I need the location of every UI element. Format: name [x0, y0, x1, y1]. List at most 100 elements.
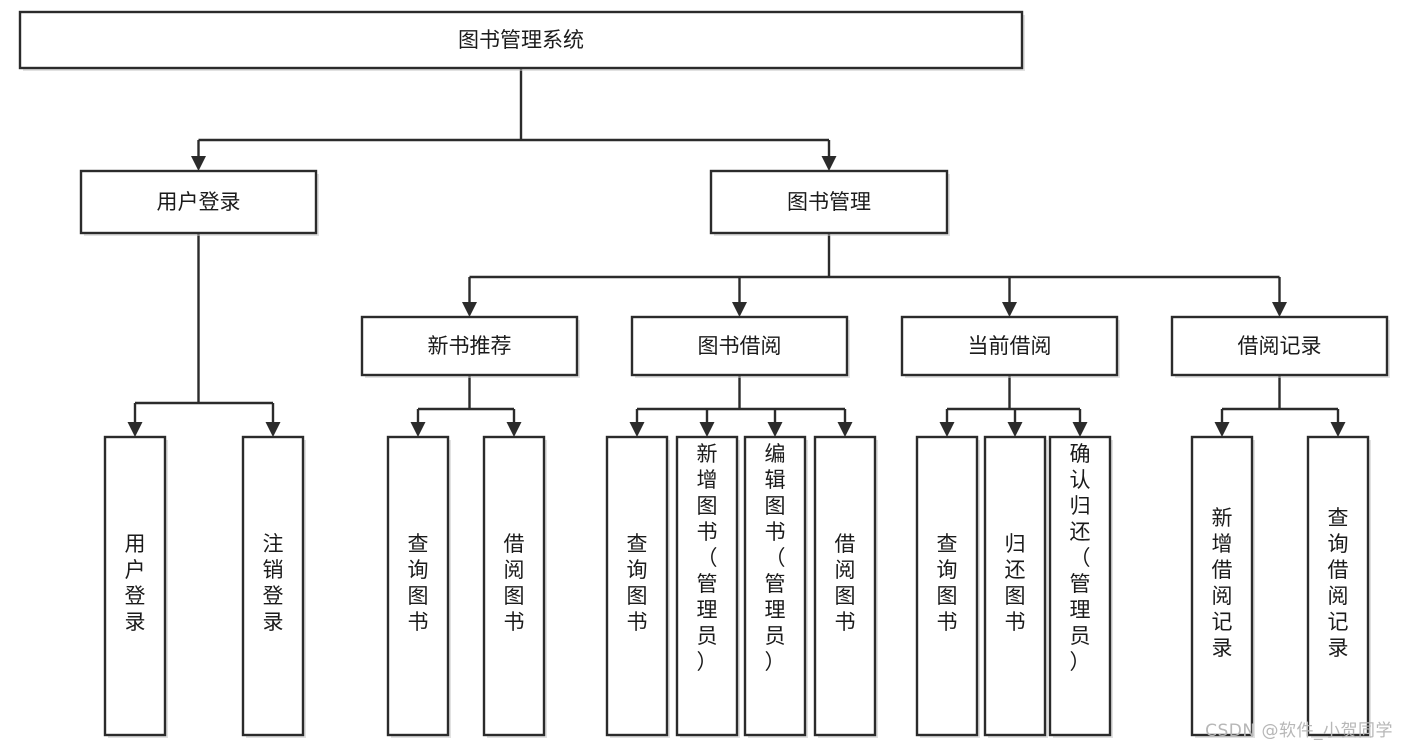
- node-label-char: 查: [1328, 506, 1349, 530]
- arrow-head-leaf-user-logout: [265, 422, 281, 437]
- node-label-char: 管: [697, 572, 718, 596]
- node-label-char: 还: [1070, 520, 1091, 544]
- arrow-head-user-login: [191, 156, 206, 171]
- node-label-char: 编: [765, 442, 786, 466]
- arrow-head-book-manage: [821, 156, 837, 171]
- node-label-char: 询: [408, 558, 429, 582]
- node-border: [630, 315, 849, 377]
- node-root[interactable]: 图书管理系统: [18, 10, 1025, 71]
- node-border: [709, 169, 949, 235]
- node-label-char: 新: [1212, 506, 1233, 530]
- arrow-head-leaf-query-book-1: [410, 422, 426, 437]
- node-book-borrow[interactable]: 图书借阅: [630, 315, 850, 378]
- node-label-char: 阅: [835, 558, 856, 582]
- node-label: 用户登录: [157, 190, 241, 214]
- node-label-char: 记: [1328, 610, 1349, 634]
- node-leaf-user-login[interactable]: 用户登录: [103, 435, 168, 738]
- node-label-char: 销: [263, 558, 284, 582]
- node-label-char: 借: [1328, 558, 1349, 582]
- arrow-head-leaf-query-record: [1330, 422, 1346, 437]
- node-label-char: 理: [765, 598, 786, 622]
- node-label-char: 查: [408, 532, 429, 556]
- node-border: [675, 435, 739, 737]
- node-label-char: 录: [1328, 636, 1349, 660]
- arrow-head-new-book-rec: [462, 302, 477, 317]
- node-border: [360, 315, 579, 377]
- arrow-head-book-borrow: [732, 302, 747, 317]
- node-border: [18, 10, 1024, 70]
- node-border: [813, 435, 877, 737]
- node-label-char: 询: [937, 558, 958, 582]
- nodes-layer: 图书管理系统用户登录图书管理新书推荐图书借阅当前借阅借阅记录用户登录注销登录查询…: [18, 10, 1390, 738]
- node-label-char: 书: [937, 610, 958, 634]
- node-border: [386, 435, 450, 737]
- arrow-head-leaf-user-login: [127, 422, 143, 437]
- arrow-head-leaf-add-record: [1214, 422, 1230, 437]
- node-border: [103, 435, 167, 737]
- node-label-char: 新: [697, 442, 718, 466]
- node-label-char: 书: [627, 610, 648, 634]
- node-label-char: 增: [1212, 532, 1233, 556]
- node-label-char: 书: [504, 610, 525, 634]
- node-label-char: 注: [263, 532, 284, 556]
- node-label-char: 用: [125, 532, 146, 556]
- node-label-char: 书: [765, 520, 786, 544]
- node-label-char: 录: [1212, 636, 1233, 660]
- node-label-char: 理: [1070, 598, 1091, 622]
- connectors-layer: [127, 68, 1346, 437]
- node-user-login[interactable]: 用户登录: [79, 169, 319, 236]
- node-label-char: 记: [1212, 610, 1233, 634]
- node-label-char: 辑: [765, 468, 786, 492]
- node-label-char: 还: [1005, 558, 1026, 582]
- node-label-char: 员: [697, 624, 718, 648]
- node-label-char: ）: [697, 650, 718, 674]
- node-label-char: 增: [697, 468, 718, 492]
- node-label-char: 阅: [1328, 584, 1349, 608]
- node-border: [1190, 435, 1254, 737]
- node-label-char: 书: [697, 520, 718, 544]
- node-label-char: 管: [765, 572, 786, 596]
- node-label-char: 书: [1005, 610, 1026, 634]
- node-book-manage[interactable]: 图书管理: [709, 169, 950, 236]
- node-border: [482, 435, 546, 737]
- node-label-char: 员: [1070, 624, 1091, 648]
- node-new-book-rec[interactable]: 新书推荐: [360, 315, 580, 378]
- node-label: 借阅记录: [1238, 334, 1322, 358]
- node-label: 图书借阅: [698, 334, 782, 358]
- node-label-char: 登: [263, 584, 284, 608]
- node-border: [1048, 435, 1112, 737]
- arrow-head-current-borrow: [1002, 302, 1017, 317]
- csdn-watermark: CSDN @软件_小贺同学: [1205, 721, 1393, 741]
- node-label-char: 图: [697, 494, 718, 518]
- node-current-borrow[interactable]: 当前借阅: [900, 315, 1120, 378]
- arrow-head-borrow-record: [1272, 302, 1287, 317]
- node-label-char: ）: [1070, 650, 1091, 674]
- node-border: [743, 435, 807, 737]
- node-label-char: 查: [627, 532, 648, 556]
- node-label-char: 归: [1070, 494, 1091, 518]
- node-border: [1170, 315, 1389, 377]
- node-label: 图书管理: [787, 190, 871, 214]
- node-border: [983, 435, 1047, 737]
- node-label-char: 书: [835, 610, 856, 634]
- node-label-char: 查: [937, 532, 958, 556]
- node-borrow-record[interactable]: 借阅记录: [1170, 315, 1390, 378]
- node-label-char: 登: [125, 584, 146, 608]
- node-label-char: 借: [504, 532, 525, 556]
- node-label-char: 图: [835, 584, 856, 608]
- node-label-char: 询: [627, 558, 648, 582]
- node-label-char: 理: [697, 598, 718, 622]
